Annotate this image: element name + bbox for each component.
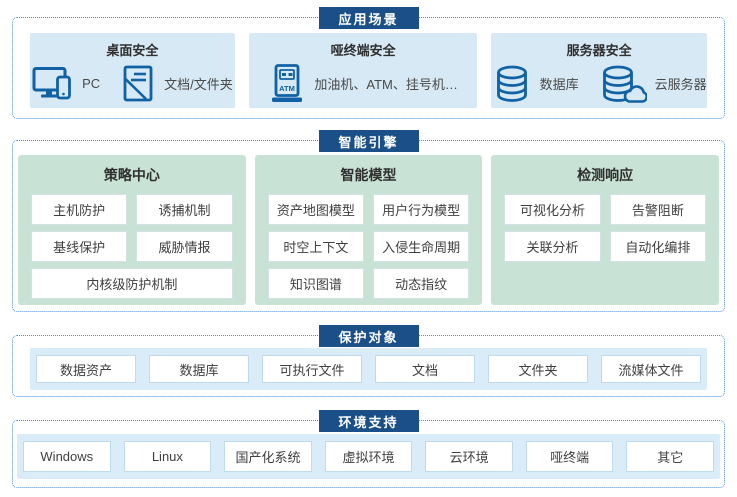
section-environment-support: 环境支持 Windows Linux 国产化系统 虚拟环境 云环境 哑终端 其它 <box>12 410 725 488</box>
section-title-badge: 环境支持 <box>318 410 419 432</box>
engine-item: 用户行为模型 <box>373 194 470 225</box>
engine-col-title: 策略中心 <box>103 167 160 183</box>
scene-item-label: PC <box>82 76 101 91</box>
scene-item-documents: 文档/文件夹 <box>120 65 233 103</box>
protected-item: 文档 <box>375 355 475 383</box>
engine-item: 时空上下文 <box>267 231 364 262</box>
protected-objects-strip: 数据资产 数据库 可执行文件 文档 文件夹 流媒体文件 <box>30 348 707 390</box>
section-application-scenarios: 应用场景 桌面安全 <box>12 7 725 119</box>
protected-item: 文件夹 <box>488 355 588 383</box>
engine-item: 威胁情报 <box>136 231 233 262</box>
scene-item-label: 数据库 <box>539 77 579 92</box>
scene-item-pc: PC <box>32 66 100 102</box>
scene-item-label: 加油机、ATM、挂号机… <box>314 77 458 92</box>
pc-icon <box>32 66 74 102</box>
section-intelligent-engine: 智能引擎 策略中心 主机防护 诱捕机制 基线保护 威胁情报 内核级防护机制 智能… <box>12 130 725 312</box>
scene-dumb-terminal-security: 哑终端安全 ATM 加 <box>248 33 478 108</box>
engine-item: 诱捕机制 <box>136 194 233 225</box>
scene-title: 哑终端安全 <box>330 43 396 58</box>
section-protected-objects: 保护对象 数据资产 数据库 可执行文件 文档 文件夹 流媒体文件 <box>12 325 725 397</box>
document-folder-icon <box>120 65 156 103</box>
engine-item: 基线保护 <box>31 231 128 262</box>
engine-item: 告警阻断 <box>609 194 707 225</box>
engine-col-detection-response: 检测响应 可视化分析 告警阻断 关联分析 自动化编排 <box>491 155 720 305</box>
scene-item-atm: ATM 加油机、ATM、挂号机… <box>268 63 458 104</box>
environment-item: Linux <box>123 441 212 472</box>
engine-row: 策略中心 主机防护 诱捕机制 基线保护 威胁情报 内核级防护机制 智能模型 资产… <box>13 141 724 311</box>
atm-icon-text: ATM <box>280 84 296 93</box>
environment-item: 其它 <box>626 441 715 472</box>
engine-item: 关联分析 <box>504 231 601 262</box>
scene-item-label: 文档/文件夹 <box>164 77 233 92</box>
protected-item: 可执行文件 <box>262 355 362 383</box>
scenario-row: 桌面安全 PC <box>13 18 724 118</box>
engine-item: 资产地图模型 <box>267 194 364 225</box>
scene-desktop-security: 桌面安全 PC <box>30 33 235 108</box>
environments-strip: Windows Linux 国产化系统 虚拟环境 云环境 哑终端 其它 <box>17 434 720 479</box>
environment-item: 国产化系统 <box>224 441 312 472</box>
scene-item-label: 云服务器 <box>654 77 707 92</box>
engine-item: 知识图谱 <box>267 268 364 299</box>
engine-item: 自动化编排 <box>609 231 707 262</box>
protected-item: 数据库 <box>149 355 249 383</box>
scene-server-security: 服务器安全 数据库 <box>491 33 707 108</box>
engine-col-intelligent-model: 智能模型 资产地图模型 用户行为模型 时空上下文 入侵生命周期 知识图谱 动态指… <box>254 155 483 305</box>
section-title-badge: 保护对象 <box>318 325 419 347</box>
scene-title: 服务器安全 <box>566 43 632 58</box>
environment-item: 哑终端 <box>525 441 614 472</box>
environment-item: Windows <box>23 441 111 472</box>
section-title-badge: 应用场景 <box>318 7 419 29</box>
database-icon <box>492 64 532 104</box>
engine-item: 入侵生命周期 <box>373 231 470 262</box>
engine-item: 内核级防护机制 <box>31 268 233 299</box>
protected-item: 流媒体文件 <box>601 355 701 383</box>
engine-item: 动态指纹 <box>373 268 470 299</box>
scene-title: 桌面安全 <box>106 43 159 58</box>
section-title-badge: 智能引擎 <box>318 130 419 152</box>
scene-item-cloud-server: 云服务器 <box>599 64 707 104</box>
engine-item: 主机防护 <box>31 194 128 225</box>
engine-col-policy-center: 策略中心 主机防护 诱捕机制 基线保护 威胁情报 内核级防护机制 <box>18 155 246 305</box>
engine-item: 可视化分析 <box>504 194 601 225</box>
scene-item-database: 数据库 <box>492 64 579 104</box>
environment-item: 虚拟环境 <box>324 441 413 472</box>
cloud-server-icon <box>599 64 647 104</box>
atm-icon: ATM <box>268 63 306 104</box>
environment-item: 云环境 <box>425 441 513 472</box>
protected-item: 数据资产 <box>36 355 136 383</box>
engine-col-title: 智能模型 <box>340 167 397 183</box>
engine-col-title: 检测响应 <box>577 167 634 183</box>
